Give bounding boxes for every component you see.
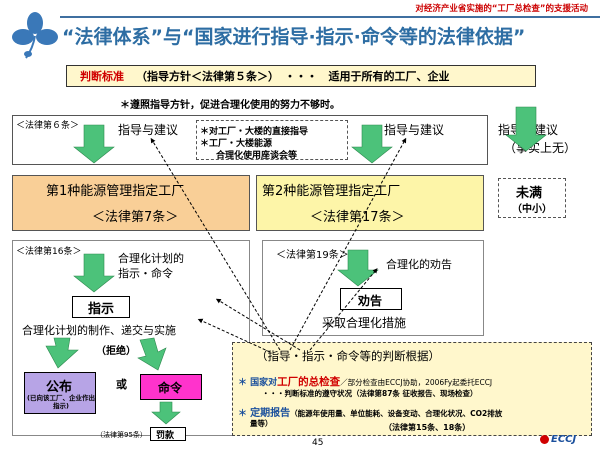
fine-box [150,427,186,441]
eccj-logo-text: ECCJ [551,434,577,445]
small-sub: （中小） [512,204,552,215]
standard-box [66,65,536,87]
first-designated-title: 第1种能源管理指定工厂 [46,184,185,199]
law16-label: ＜法律第16条＞ [16,247,82,257]
instruct-label: 指示 [88,302,115,317]
basis-item1-highlight: 工厂的总检查 [277,376,341,388]
basis-item2-rest: （能源年使用量、单位能耗、设备变动、合理化状况、CO2排放 [290,409,503,418]
instruct-box [72,296,130,318]
law6-label: ＜法律第６条＞ [16,121,80,131]
advice-label: 合理化的劝告 [386,258,452,271]
publish-label: 公布 [46,380,73,395]
publish-box [24,372,96,414]
plan-label: 合理化计划的 [118,252,184,265]
fail-label: 合理化计划的制作、递交与实施 [22,324,176,337]
direct-line-3: 合理化使用座谈会等 [216,151,298,161]
clover-logo-icon [12,12,58,59]
eccj-logo-icon [540,434,549,444]
fine-label: 罚款 [156,431,175,441]
standard-note: ＊遵照指导方针，促进合理化使用的努力不够时。 [120,100,340,111]
eccj-logo: ECCJ [540,434,576,445]
small-box [498,178,566,218]
basis-item1-rest: ／部分检查由ECCJ协助，2006Fy起委托ECCJ [340,378,493,387]
basis-item1-line2: ・・・判断标准的遵守状况（法律第87条 征收报告、现场检查） [262,389,478,398]
standard-text: （指导方针＜法律第５条＞） ・・・ 适用于所有的工厂、企业 [136,70,450,83]
direct-line-1: ＊对工厂・大楼的直接指导 [200,127,309,137]
measure-label: 采取合理化措施 [322,316,407,330]
basis-item2-line2: 量等） [250,419,273,428]
law95-label: （法律第95条） [96,431,147,439]
page-number: 45 [312,438,324,448]
basis-item1-prefix: ＊ 国家对 [238,378,278,388]
basis-item2-highlight: 定期报告 [250,408,291,419]
second-designated-title: 第2种能源管理指定工厂 [262,184,401,199]
guide2-label: 指导与建议 [384,123,445,137]
or-label: 或 [116,378,127,391]
basis-item2-prefix: ＊ [238,409,251,419]
plan-label-2: 指示・命令 [118,267,173,280]
order-box [140,374,202,400]
basis-title: （指导・指示・命令等的判断根据） [256,349,440,363]
header-caption: 对经济产业省实施的“工厂总检查”的支援活动 [415,4,588,14]
first-designated-law: ＜法律第7条＞ [92,210,179,225]
small-label: 未满 [516,186,543,201]
law19-label: ＜法律第19条＞ [276,250,349,261]
advice-box-label: 劝告 [358,294,383,308]
standard-label: 判断标准 [80,70,124,83]
refuse-label: （拒绝） [96,346,136,357]
publish-sub: (已向该工厂、企业作出指示) [27,394,95,410]
guide1-label: 指导与建议 [118,123,179,137]
header-rule [60,16,600,18]
basis-item2-law: （法律第15条、18条） [384,423,471,432]
page-title: “法律体系”与“国家进行指导·指示·命令等的法律依据” [62,26,526,48]
guide3-label: 指导与建议 [498,123,559,137]
order-label: 命令 [158,381,183,395]
guide3-sub: （事实上无） [504,141,577,155]
basis-item2: ＊ 定期报告（能源年使用量、单位能耗、设备变动、合理化状况、CO2排放 [238,404,502,419]
basis-item1: ＊ 国家对工厂的总检查／部分检查由ECCJ协助，2006Fy起委托ECCJ [238,374,492,389]
second-designated-law: ＜法律第17条＞ [310,210,405,225]
basis-box [232,342,592,436]
